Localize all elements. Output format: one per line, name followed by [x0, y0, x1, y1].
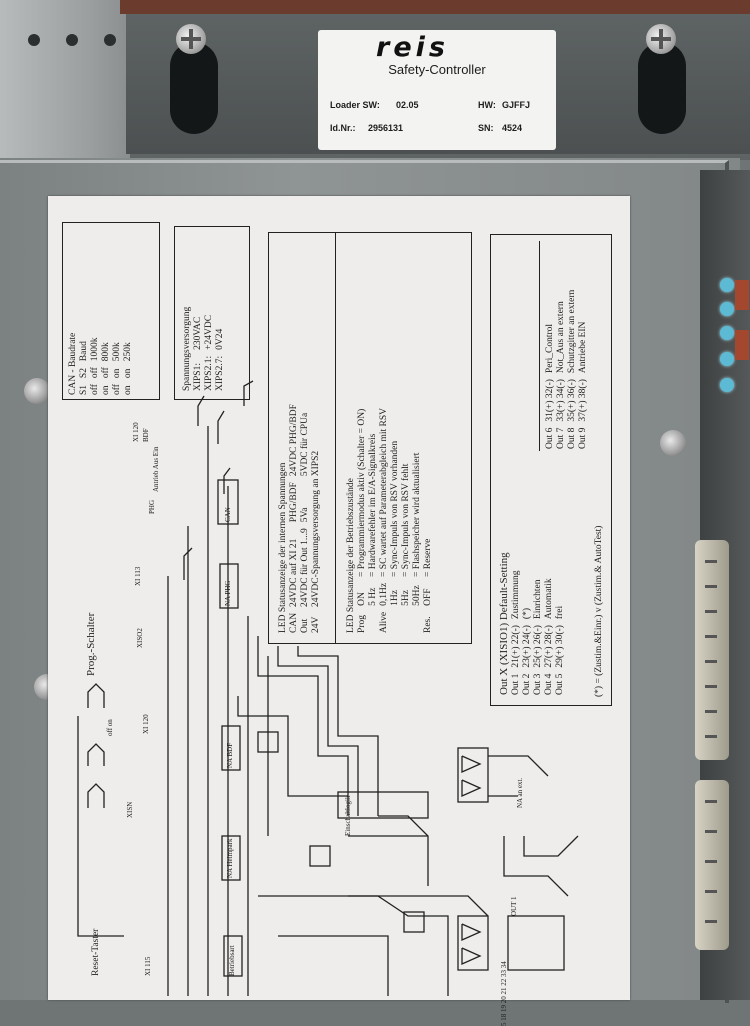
number-label: 5	[500, 1023, 508, 1026]
device-id-label: reis Safety-Controller Loader SW: 02.05 …	[318, 30, 556, 150]
aus-label: Aus	[152, 458, 160, 469]
ein-label: Ein	[152, 446, 160, 456]
block-label: NA Heimpark	[226, 839, 234, 878]
wiring-schematic	[48, 196, 630, 1000]
mounting-slot	[170, 42, 218, 134]
screw-icon	[646, 24, 676, 54]
d-sub-connector[interactable]	[695, 780, 729, 950]
number-label: 19	[500, 1005, 508, 1012]
screw-icon	[176, 24, 206, 54]
block-label: NA BDF	[226, 743, 234, 768]
block-label: CAN	[224, 507, 232, 522]
serial-number-label: SN:	[478, 123, 494, 133]
status-led	[720, 378, 734, 392]
hw-value: GJFFJ	[502, 100, 530, 110]
number-label: 22	[500, 979, 508, 986]
status-led	[720, 326, 734, 340]
brand-logo: reis	[376, 32, 449, 63]
din-rail	[0, 0, 130, 160]
id-number-label: Id.Nr.:	[330, 123, 356, 133]
screw-icon	[660, 430, 686, 456]
status-led	[720, 278, 734, 292]
rail-hole	[28, 34, 40, 46]
block-label: Betriebsart	[228, 945, 236, 976]
number-label: 33	[500, 970, 508, 977]
out-label: OUT 1	[510, 896, 518, 916]
hw-label: HW:	[478, 100, 496, 110]
product-name: Safety-Controller	[318, 62, 556, 77]
number-label: 18	[500, 1014, 508, 1021]
na-ext-label: NA an ext.	[516, 778, 524, 808]
d-sub-connector[interactable]	[695, 540, 729, 760]
number-label: 21	[500, 988, 508, 995]
antrieb-label: Antrieb	[152, 471, 160, 492]
connector-label: XISN	[126, 802, 134, 818]
number-label: 34	[500, 961, 508, 968]
xi-label: XI 115	[144, 957, 152, 976]
terminal-clip	[735, 280, 749, 310]
loader-sw-value: 02.05	[396, 100, 419, 110]
connector-label: BDF	[142, 428, 150, 442]
mounting-slot	[638, 42, 686, 134]
reset-button-label: Reset-Taster	[90, 929, 102, 976]
block-label: Einschaltlogik	[344, 796, 352, 836]
on-label: on	[106, 719, 114, 726]
status-led	[720, 302, 734, 316]
screw-icon	[24, 378, 50, 404]
red-cable-strip	[120, 0, 750, 14]
rail-hole	[104, 34, 116, 46]
rail-hole	[66, 34, 78, 46]
terminal-clip	[735, 330, 749, 360]
prog-switch-label: Prog.-Schalter	[84, 613, 98, 676]
block-label: NA PHG	[224, 581, 232, 606]
serial-number-value: 4524	[502, 123, 522, 133]
connector-label: XI 120	[132, 422, 140, 442]
connector-label: XI 120	[142, 714, 150, 734]
off-label: off	[106, 728, 114, 736]
connector-label: XI 113	[134, 567, 142, 586]
loader-sw-label: Loader SW:	[330, 100, 380, 110]
connector-label: XISO2	[136, 628, 144, 648]
id-number-value: 2956131	[368, 123, 403, 133]
status-led	[720, 352, 734, 366]
connector-label: PHG	[148, 500, 156, 514]
